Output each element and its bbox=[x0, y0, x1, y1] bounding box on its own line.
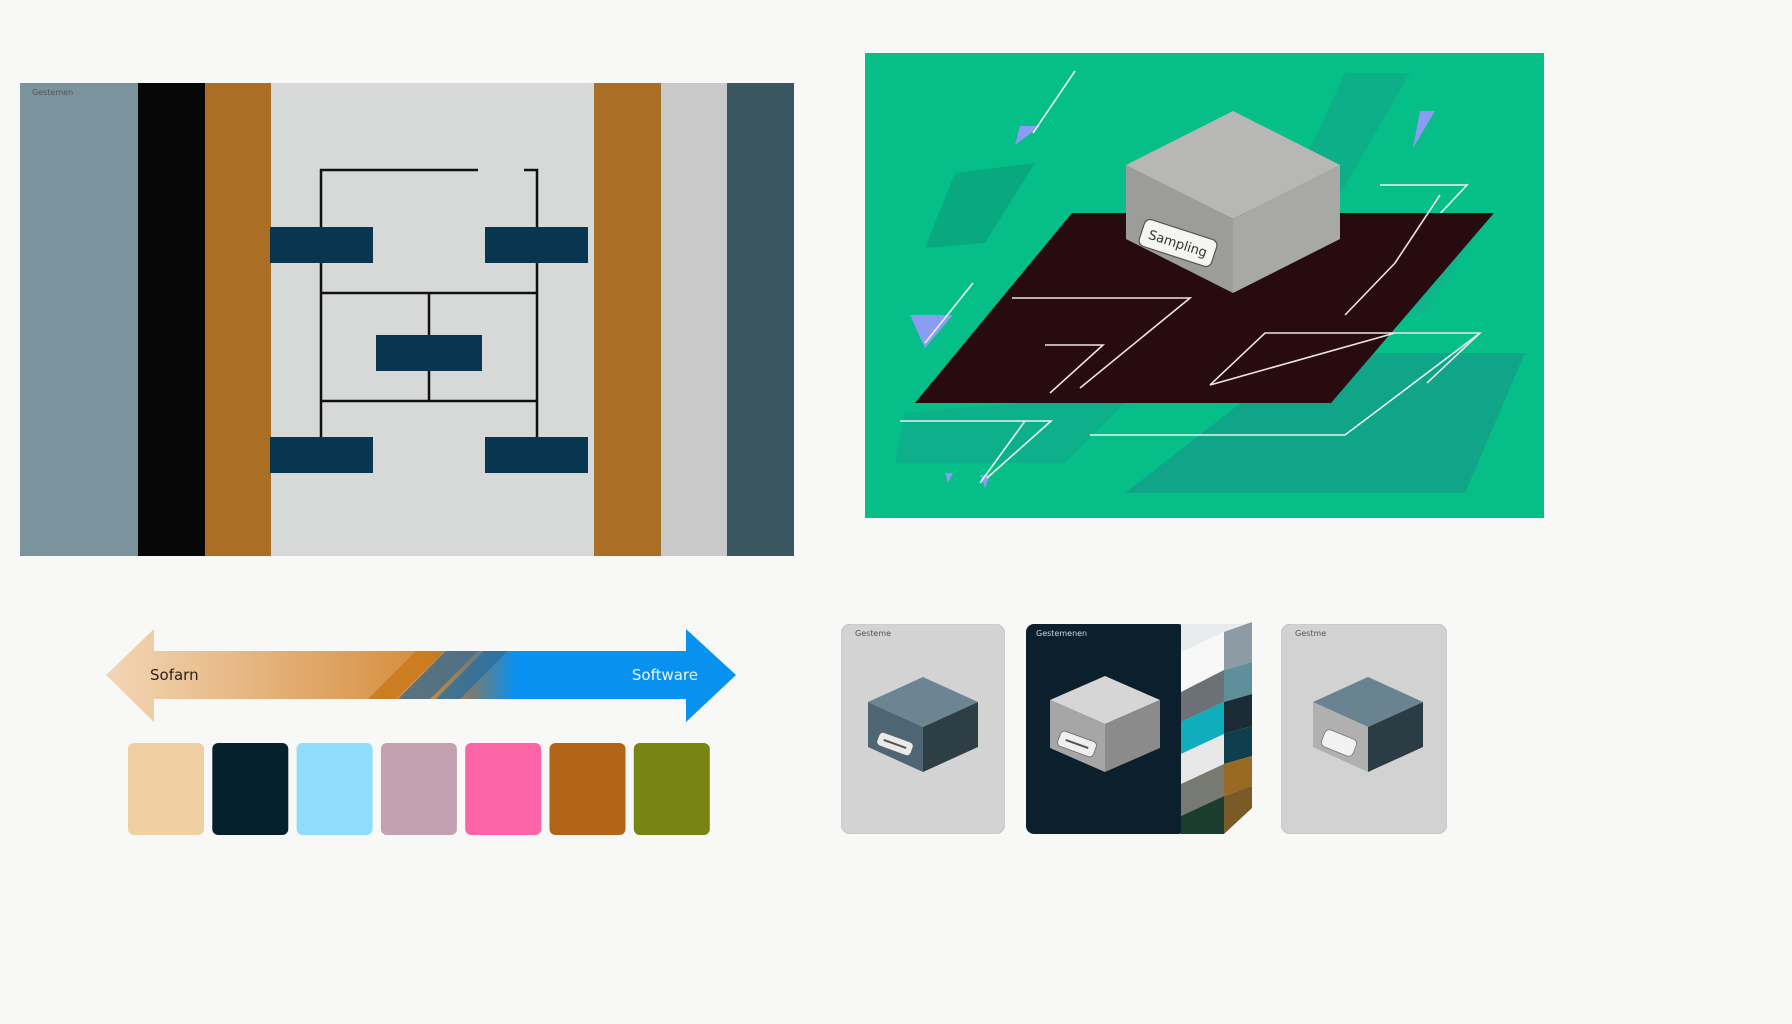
palette-swatch bbox=[633, 743, 710, 835]
card-1-caption: Gesteme bbox=[855, 629, 891, 638]
stripe-teal-dark bbox=[727, 83, 794, 556]
isometric-illustration: Sampling bbox=[865, 53, 1544, 518]
node-top-right bbox=[485, 227, 588, 263]
stripe-silver bbox=[661, 83, 727, 556]
card-2-side-panel bbox=[1181, 622, 1252, 834]
striped-diagram: Gestemen bbox=[20, 83, 794, 556]
panel-caption: Gestemen bbox=[32, 88, 73, 97]
isometric-panel: Sampling bbox=[865, 53, 1544, 518]
box-label-tag bbox=[1138, 218, 1218, 268]
card-1-box bbox=[868, 677, 978, 772]
card-1: Gesteme bbox=[841, 624, 1005, 834]
arrow-body bbox=[106, 629, 736, 722]
stripe-black bbox=[138, 83, 205, 556]
arrow-left-label: Sofarn bbox=[150, 666, 199, 684]
palette-swatch bbox=[212, 743, 289, 835]
connector-lines bbox=[319, 168, 539, 437]
platform-circuit bbox=[1012, 194, 1483, 394]
background-shards bbox=[895, 73, 1525, 493]
gray-box: Sampling bbox=[1126, 111, 1340, 293]
accent-shard-1 bbox=[1413, 111, 1435, 148]
stripe-ochre-left bbox=[205, 83, 271, 556]
node-center bbox=[376, 335, 482, 371]
palette-swatch bbox=[296, 743, 373, 835]
box-right-face bbox=[1233, 165, 1340, 293]
double-arrow: Sofarn Software bbox=[106, 629, 736, 722]
palette-swatch bbox=[128, 743, 204, 835]
stripe-slate bbox=[20, 83, 138, 556]
node-bottom-right bbox=[485, 437, 588, 473]
stripe-ochre-right bbox=[594, 83, 661, 556]
card-2-caption: Gestemenen bbox=[1036, 629, 1087, 638]
diagram-nodes bbox=[270, 227, 588, 473]
card-2: Gestemenen bbox=[1026, 622, 1252, 836]
node-top-left bbox=[270, 227, 373, 263]
node-bottom-left bbox=[270, 437, 373, 473]
arrow-right-label: Software bbox=[632, 666, 698, 684]
palette-swatch bbox=[465, 743, 542, 835]
card-2-box bbox=[1050, 676, 1160, 772]
accent-shard-3 bbox=[910, 315, 953, 348]
color-palette bbox=[128, 743, 714, 837]
palette-swatch bbox=[380, 743, 457, 835]
card-3: Gestme bbox=[1281, 624, 1447, 834]
card-3-caption: Gestme bbox=[1295, 629, 1326, 638]
striped-panel: Gestemen bbox=[20, 83, 794, 556]
stripe-center bbox=[271, 83, 594, 556]
palette-swatch bbox=[549, 743, 626, 835]
dark-platform bbox=[915, 213, 1494, 403]
card-3-box bbox=[1313, 677, 1423, 772]
